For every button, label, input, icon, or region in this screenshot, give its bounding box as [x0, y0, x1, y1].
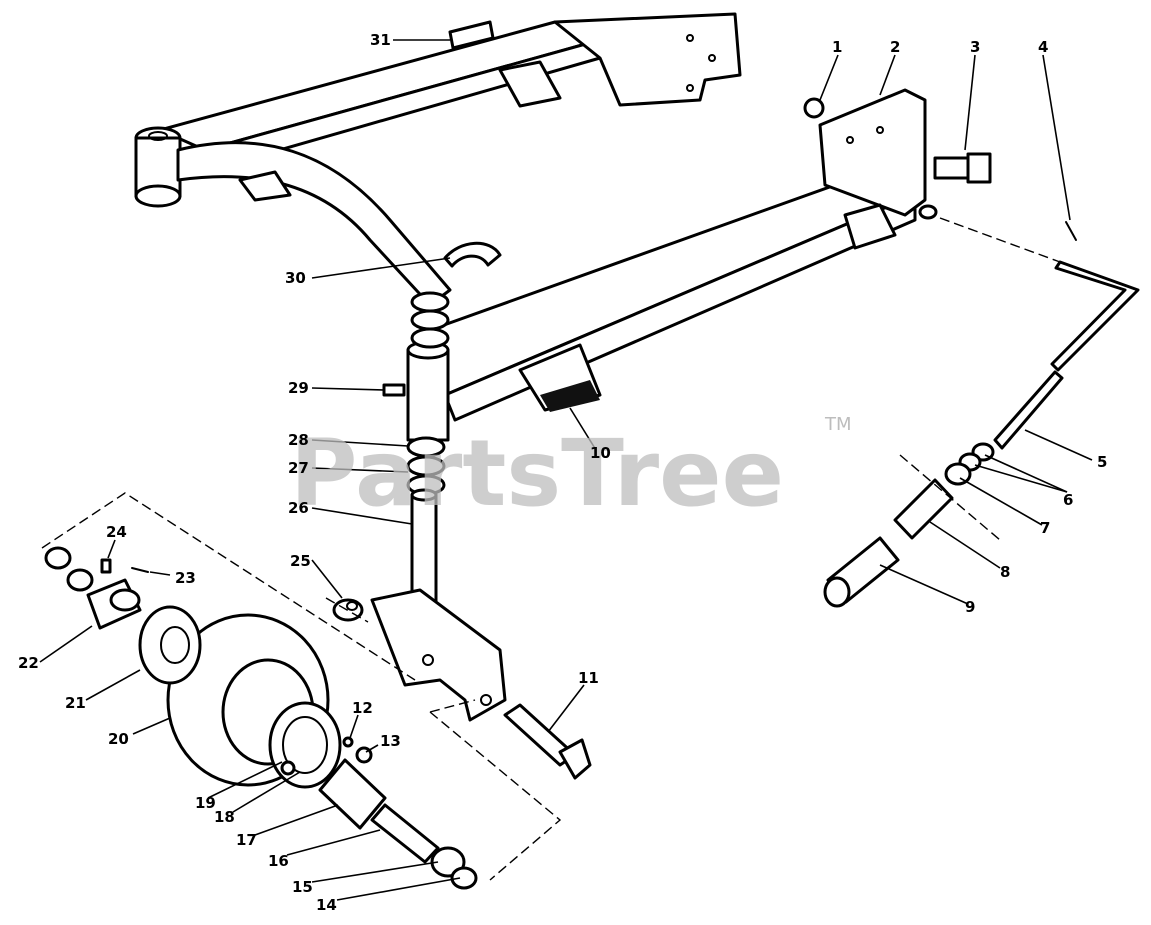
callout-23: 23 [175, 569, 196, 587]
bolt [503, 703, 592, 780]
watermark-trademark: TM [824, 414, 852, 435]
callout-29: 29 [288, 379, 309, 397]
callout-24: 24 [106, 523, 127, 541]
callout-10: 10 [590, 444, 611, 462]
callout-12: 12 [352, 699, 373, 717]
callout-5: 5 [1097, 453, 1107, 471]
decal-plate [448, 20, 495, 50]
callout-27: 27 [288, 459, 309, 477]
spindle-washers [382, 241, 502, 496]
callout-4: 4 [1038, 38, 1048, 56]
callout-18: 18 [214, 808, 235, 826]
callout-26: 26 [288, 499, 309, 517]
callout-25: 25 [290, 552, 311, 570]
callout-19: 19 [195, 794, 216, 812]
steering-linkage [803, 97, 1140, 608]
assembly-lines [41, 217, 1061, 881]
callout-22: 22 [18, 654, 39, 672]
callout-20: 20 [108, 730, 129, 748]
callout-13: 13 [380, 732, 401, 750]
spindle-fork [370, 488, 507, 722]
callout-15: 15 [292, 878, 313, 896]
wheel-assembly [44, 546, 478, 890]
callout-16: 16 [268, 852, 289, 870]
callout-17: 17 [236, 831, 257, 849]
callout-6: 6 [1063, 491, 1073, 509]
front-axle-frame [134, 12, 927, 442]
callout-2: 2 [890, 38, 900, 56]
callout-8: 8 [1000, 563, 1010, 581]
callout-30: 30 [285, 269, 306, 287]
callout-21: 21 [65, 694, 86, 712]
callout-31: 31 [370, 31, 391, 49]
callout-28: 28 [288, 431, 309, 449]
callout-14: 14 [316, 896, 337, 914]
callout-1: 1 [832, 38, 842, 56]
callout-3: 3 [970, 38, 980, 56]
watermark-text: PartsTree [290, 420, 784, 527]
callout-11: 11 [578, 669, 599, 687]
bushing [332, 598, 364, 622]
callout-9: 9 [965, 598, 975, 616]
callout-7: 7 [1040, 519, 1050, 537]
callout-labels: 31 1 2 3 4 30 29 28 27 26 25 10 5 6 7 8 … [18, 31, 1107, 914]
leader-lines [39, 39, 1093, 901]
